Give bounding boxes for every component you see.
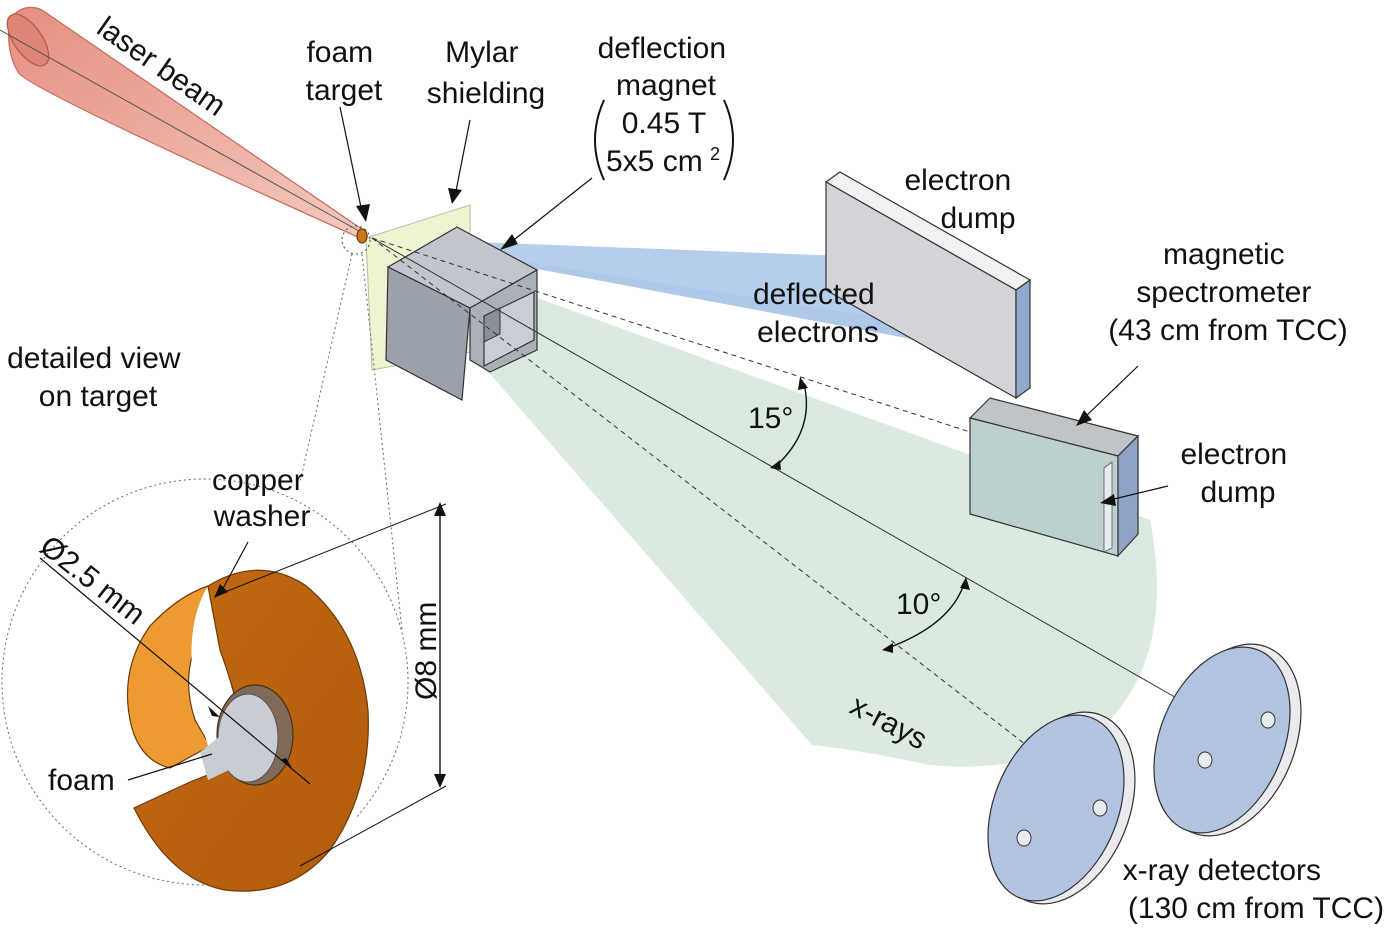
label-detail-line-2: on target <box>39 380 158 413</box>
cone-edge-dashed <box>371 237 1031 749</box>
foam-target <box>356 228 368 244</box>
copper-washer-pointer-head <box>214 584 228 598</box>
label-washer-line-1: copper <box>212 464 304 497</box>
label-edump-top-line-1: electron <box>904 164 1011 197</box>
label-mylar-line-2: shielding <box>427 77 545 110</box>
label-angle-15: 15° <box>748 402 793 435</box>
label-foam: foam <box>48 764 115 797</box>
spectrometer-axis <box>371 237 971 433</box>
label-spectrometer-line-1: magnetic <box>1163 238 1285 271</box>
xray-detector-back <box>1153 643 1302 837</box>
label-electron-dump-top: electron dump <box>904 164 1019 235</box>
label-angle-10: 10° <box>896 588 941 621</box>
label-hole-diameter: Ø2.5 mm <box>34 530 152 632</box>
foam-pointer <box>127 753 213 781</box>
washer-diameter-arrow-top <box>434 502 446 516</box>
hole-diameter-arrow-bottom <box>280 758 292 768</box>
deflection-magnet <box>385 226 539 401</box>
label-magnetic-spectrometer: magnetic spectrometer (43 cm from TCC) <box>1108 238 1347 347</box>
label-deflection-magnet: deflection magnet <box>598 32 735 102</box>
detail-connector-right <box>361 253 403 631</box>
angle-arc-10-arrow-bottom <box>882 643 893 653</box>
angle-arc-10 <box>887 583 965 649</box>
washer-extension-bottom <box>299 785 447 867</box>
label-deflected-line-1: deflected <box>753 278 875 311</box>
angle-arc-10-arrow-top <box>960 577 970 590</box>
label-edump-top-line-2: dump <box>940 202 1015 235</box>
label-mylar-shielding: Mylar shielding <box>427 36 545 110</box>
xray-cone <box>372 238 1157 767</box>
mylar-pointer <box>454 119 471 197</box>
copper-washer <box>126 567 373 892</box>
label-deflected-line-2: electrons <box>757 316 879 349</box>
electron-dump-plate <box>824 171 1032 400</box>
hole-diameter-arrow-top <box>208 706 220 717</box>
label-detail-line-1: detailed view <box>7 342 181 375</box>
label-mylar-line-1: Mylar <box>445 36 518 69</box>
detail-connector-left <box>299 253 353 483</box>
label-spectrometer-line-3: (43 cm from TCC) <box>1108 314 1347 347</box>
copper-washer-pointer <box>219 541 249 595</box>
mylar-pointer-head <box>448 188 462 204</box>
magnet-pointer-head <box>500 234 518 250</box>
label-foam-target-line-2: target <box>306 74 383 107</box>
label-foam-target: foam target <box>306 36 383 107</box>
label-copper-washer: copper washer <box>212 464 312 533</box>
label-washer-diameter: Ø8 mm <box>410 602 443 700</box>
label-deflected-electrons: deflected electrons <box>753 278 883 349</box>
label-detailed-view: detailed view on target <box>7 342 189 413</box>
label-magnet-line-1: deflection <box>598 32 726 65</box>
label-magnet-size: 5x5 cm <box>606 145 703 178</box>
label-magnet-line-2: magnet <box>616 69 717 102</box>
hole-diameter-line <box>39 557 311 785</box>
magnet-pointer <box>509 177 593 244</box>
washer-extension-top <box>224 503 447 593</box>
angle-arc-15-arrow-top <box>798 377 808 390</box>
laser-beam <box>8 6 367 239</box>
label-xray-detectors: x-ray detectors (130 cm from TCC) <box>1123 854 1384 925</box>
foam-target-pointer <box>339 106 363 213</box>
angle-arc-15 <box>775 383 808 467</box>
electron-dump-pointer-head <box>1100 494 1116 506</box>
label-electron-dump-right: electron dump <box>1180 438 1295 509</box>
label-detectors-line-1: x-ray detectors <box>1123 854 1321 887</box>
label-washer-line-2: washer <box>213 500 311 533</box>
magnet-paren-left <box>594 99 605 181</box>
spectrometer-pointer <box>1083 365 1139 419</box>
spectrometer-pointer-head <box>1076 410 1092 426</box>
label-edump-right-line-1: electron <box>1180 438 1287 471</box>
magnetic-spectrometer <box>968 397 1140 558</box>
label-edump-right-line-2: dump <box>1200 476 1275 509</box>
foam-target-dotted-circle <box>341 225 371 255</box>
xray-detector-front <box>987 711 1136 905</box>
electron-dump-pointer <box>1109 485 1169 501</box>
label-magnet-field: 0.45 T <box>622 107 707 140</box>
detail-view-circle <box>1 478 409 886</box>
label-foam-target-line-1: foam <box>306 36 373 69</box>
label-magnet-size-sup: 2 <box>710 144 720 164</box>
angle-arc-15-arrow-bottom <box>770 460 781 470</box>
label-spectrometer-line-2: spectrometer <box>1136 276 1311 309</box>
foam-target-pointer-head <box>356 204 370 222</box>
washer-diameter-arrow-bottom <box>434 774 446 788</box>
label-detectors-line-2: (130 cm from TCC) <box>1128 892 1384 925</box>
laser-beam-end <box>6 13 50 67</box>
magnet-paren-right <box>723 99 734 181</box>
laser-axis <box>0 29 369 237</box>
